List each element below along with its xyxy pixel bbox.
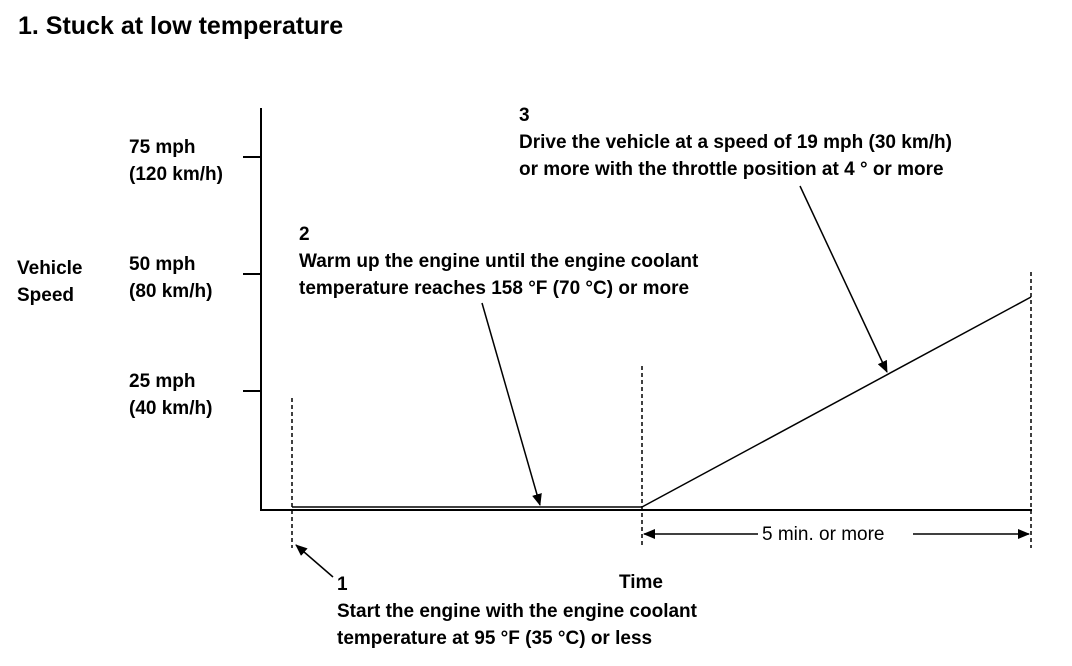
step1-pointer — [295, 544, 334, 578]
y-tick-label-50-kmh: (80 km/h) — [129, 281, 213, 302]
step-3-number: 3 — [519, 105, 530, 126]
step-2-line1: Warm up the engine until the engine cool… — [299, 251, 699, 272]
step-3-line2: or more with the throttle position at 4 … — [519, 159, 944, 180]
y-axis-label-line2: Speed — [17, 285, 75, 306]
step3-pointer — [799, 185, 888, 373]
step-3-line1: Drive the vehicle at a speed of 19 mph (… — [519, 132, 952, 153]
y-axis-label-line1: Vehicle — [17, 258, 83, 279]
y-tick-label-75-mph: 75 mph — [129, 137, 196, 158]
y-axis-label: Vehicle Speed — [17, 255, 83, 309]
x-axis-label: Time — [619, 572, 664, 593]
step-1-number: 1 — [337, 574, 348, 595]
step-1-line2: temperature at 95 °F (35 °C) or less — [337, 628, 653, 649]
y-tick-label-75: 75 mph (120 km/h) — [129, 134, 223, 188]
step-1-line1: Start the engine with the engine coolant — [337, 601, 697, 622]
duration-label: 5 min. or more — [762, 524, 885, 545]
y-tick-label-50-mph: 50 mph — [129, 254, 196, 275]
step-2-number: 2 — [299, 224, 310, 245]
speed-profile-ramp — [641, 296, 1032, 508]
step-1: 1 Start the engine with the engine coola… — [337, 571, 697, 652]
y-tick-label-50: 50 mph (80 km/h) — [129, 251, 212, 305]
y-tick-label-25: 25 mph (40 km/h) — [129, 368, 212, 422]
page-title: 1. Stuck at low temperature — [18, 12, 344, 40]
step-3: 3 Drive the vehicle at a speed of 19 mph… — [519, 102, 952, 183]
y-tick-label-25-kmh: (40 km/h) — [129, 398, 213, 419]
y-tick-label-75-kmh: (120 km/h) — [129, 164, 223, 185]
step2-pointer — [481, 302, 542, 506]
y-tick-label-25-mph: 25 mph — [129, 371, 196, 392]
step-2: 2 Warm up the engine until the engine co… — [299, 221, 698, 302]
step-2-line2: temperature reaches 158 °F (70 °C) or mo… — [299, 278, 690, 299]
